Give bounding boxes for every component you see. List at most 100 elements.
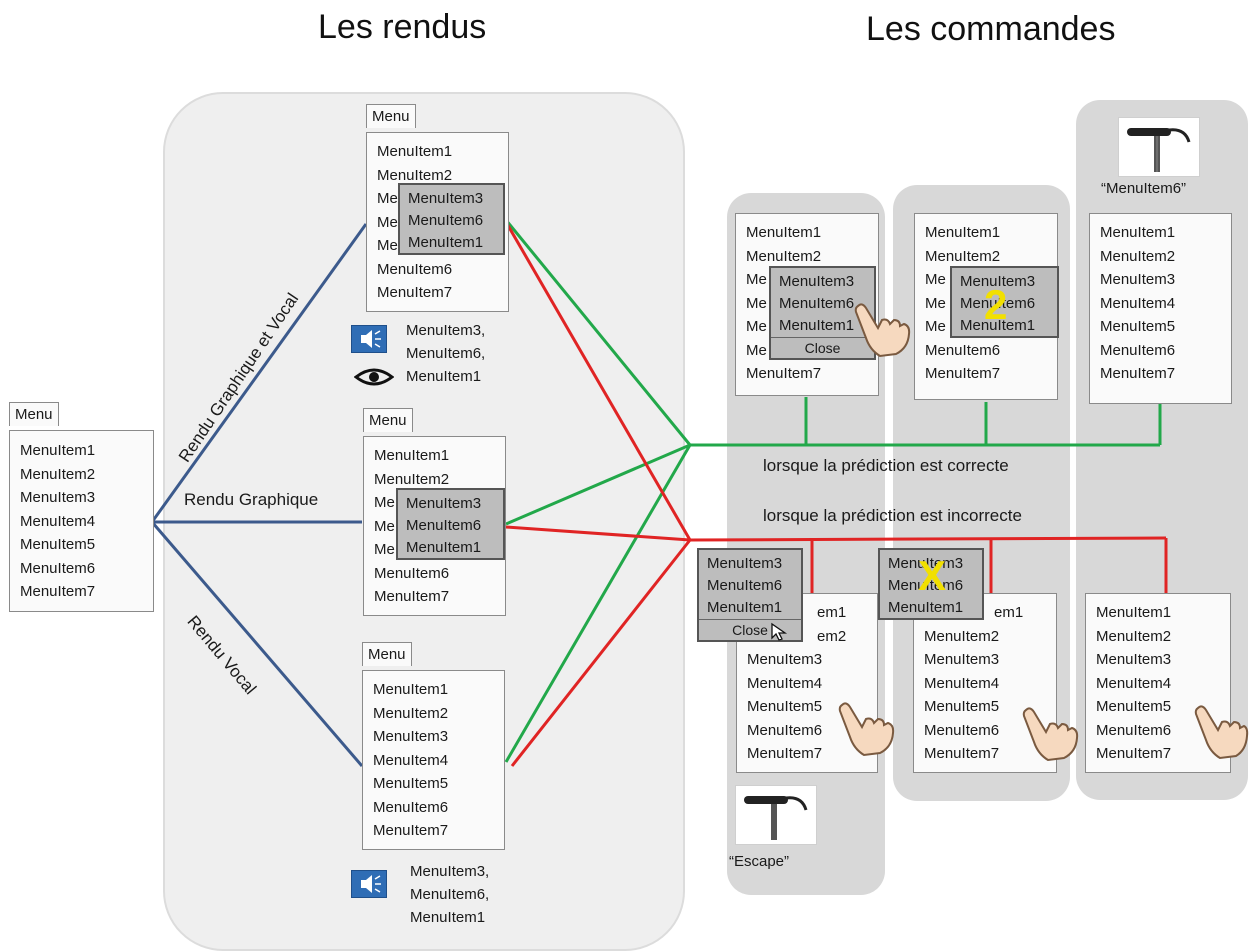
menu-item[interactable]: MenuItem1 — [925, 224, 1001, 241]
predicted-item[interactable]: MenuItem6 — [779, 295, 855, 312]
menu-item[interactable]: MenuItem2 — [746, 247, 822, 265]
menu-item[interactable]: MenuItem3 — [924, 651, 1000, 668]
menu-item[interactable]: MenuItem2 — [924, 627, 1000, 645]
menu-item[interactable]: MenuItem4 — [924, 674, 1000, 692]
menu-item[interactable]: MenuItem4 — [1100, 294, 1176, 312]
menu-item[interactable]: MenuItem1 — [20, 442, 96, 459]
predicted-item[interactable]: MenuItem1 — [707, 599, 783, 616]
menu-item[interactable]: MenuItem6 — [1100, 341, 1176, 359]
menu-item[interactable]: MenuItem2 — [377, 166, 453, 184]
predicted-item[interactable]: MenuItem1 — [408, 234, 484, 251]
predicted-item[interactable]: MenuItem6 — [406, 517, 482, 534]
predicted-item[interactable]: MenuItem1 — [888, 599, 964, 616]
menu-item[interactable]: Me — [746, 318, 767, 335]
menu-item[interactable]: MenuItem7 — [374, 588, 450, 605]
predicted-item[interactable]: MenuItem1 — [960, 317, 1036, 334]
render2-prediction: MenuItem3 MenuItem6 MenuItem1 — [396, 488, 505, 560]
menu-item[interactable]: MenuItem7 — [20, 583, 96, 600]
menu-item[interactable]: Me — [746, 341, 767, 359]
menu-item[interactable]: Me — [746, 294, 767, 312]
render1-prediction: MenuItem3 MenuItem6 MenuItem1 — [398, 183, 505, 255]
cmd-menu-incorrect-2: em1 MenuItem2 MenuItem3 MenuItem4 MenuIt… — [913, 593, 1057, 773]
menu-item[interactable]: Me — [746, 271, 767, 288]
menu-item[interactable]: MenuItem5 — [1096, 698, 1172, 715]
predicted-item[interactable]: MenuItem1 — [406, 539, 482, 556]
menu-item[interactable]: MenuItem1 — [377, 143, 453, 160]
source-menu-tab[interactable]: Menu — [9, 402, 59, 426]
menu-item[interactable]: em2 — [817, 627, 847, 645]
menu-item[interactable]: MenuItem7 — [1096, 745, 1172, 762]
menu-item[interactable]: MenuItem3 — [1100, 271, 1176, 288]
menu-item[interactable]: MenuItem6 — [377, 260, 453, 278]
menu-item[interactable]: MenuItem4 — [747, 674, 823, 692]
render1-menu-tab[interactable]: Menu — [366, 104, 416, 128]
menu-item[interactable]: Me — [925, 318, 946, 335]
menu-item[interactable]: MenuItem6 — [924, 721, 1000, 739]
microphone-icon — [1118, 117, 1200, 177]
menu-item[interactable]: MenuItem3 — [1096, 651, 1172, 668]
predicted-item[interactable]: MenuItem3 — [408, 190, 484, 207]
close-button[interactable]: Close — [699, 619, 801, 640]
menu-item[interactable]: MenuItem6 — [374, 564, 450, 582]
menu-item[interactable]: MenuItem1 — [1096, 604, 1172, 621]
menu-item[interactable]: Me — [374, 494, 395, 511]
menu-item[interactable]: MenuItem1 — [1100, 224, 1176, 241]
menu-item[interactable]: MenuItem3 — [20, 489, 96, 506]
predicted-item[interactable]: MenuItem6 — [888, 577, 964, 594]
predicted-item[interactable]: MenuItem3 — [888, 555, 964, 572]
predicted-item[interactable]: MenuItem3 — [406, 495, 482, 512]
menu-item[interactable]: MenuItem4 — [1096, 674, 1172, 692]
menu-item[interactable]: MenuItem7 — [924, 745, 1000, 762]
menu-item[interactable]: Me — [374, 541, 395, 558]
incorrect-prediction-label: lorsque la prédiction est incorrecte — [763, 506, 1022, 525]
menu-item[interactable]: MenuItem1 — [746, 224, 822, 241]
predicted-item[interactable]: MenuItem3 — [707, 555, 783, 572]
menu-item[interactable]: MenuItem7 — [925, 365, 1001, 382]
menu-item[interactable]: MenuItem7 — [746, 365, 822, 382]
menu-item[interactable]: MenuItem2 — [925, 247, 1001, 265]
menu-item[interactable]: MenuItem1 — [373, 681, 449, 698]
menu-item[interactable]: MenuItem6 — [747, 721, 823, 739]
menu-item[interactable]: MenuItem5 — [373, 775, 449, 792]
menu-item[interactable]: Me — [374, 517, 395, 535]
menu-item[interactable]: Me — [377, 190, 398, 207]
menu-item[interactable]: MenuItem7 — [373, 822, 449, 839]
predicted-item[interactable]: MenuItem6 — [707, 577, 783, 594]
predicted-item[interactable]: MenuItem1 — [779, 317, 855, 334]
menu-item[interactable]: MenuItem2 — [1100, 247, 1176, 265]
menu-item[interactable]: MenuItem2 — [373, 704, 449, 722]
dismiss-mark: X — [918, 552, 947, 599]
close-button[interactable]: Close — [771, 337, 874, 358]
menu-item[interactable]: MenuItem2 — [374, 470, 450, 488]
menu-item[interactable]: MenuItem2 — [20, 465, 96, 483]
predicted-item[interactable]: MenuItem3 — [960, 273, 1036, 290]
menu-item[interactable]: MenuItem3 — [747, 651, 823, 668]
menu-item[interactable]: MenuItem6 — [1096, 721, 1172, 739]
menu-item[interactable]: MenuItem2 — [1096, 627, 1172, 645]
menu-item[interactable]: MenuItem7 — [377, 284, 453, 301]
menu-item[interactable]: MenuItem5 — [924, 698, 1000, 715]
predicted-item[interactable]: MenuItem3 — [779, 273, 855, 290]
predicted-item[interactable]: MenuItem6 — [408, 212, 484, 229]
menu-item[interactable]: MenuItem1 — [374, 447, 450, 464]
menu-item[interactable]: Me — [925, 294, 946, 312]
menu-item[interactable]: Me — [377, 237, 398, 254]
menu-item[interactable]: MenuItem4 — [20, 512, 96, 530]
predicted-item[interactable]: MenuItem6 — [960, 295, 1036, 312]
menu-item[interactable]: MenuItem6 — [373, 798, 449, 816]
render3-menu-tab[interactable]: Menu — [362, 642, 412, 666]
menu-item[interactable]: MenuItem5 — [20, 536, 96, 553]
menu-item[interactable]: MenuItem4 — [373, 751, 449, 769]
menu-item[interactable]: MenuItem7 — [747, 745, 823, 762]
menu-item[interactable]: Me — [925, 271, 946, 288]
menu-item[interactable]: em1 — [817, 604, 847, 621]
menu-item[interactable]: Me — [377, 213, 398, 231]
menu-item[interactable]: MenuItem3 — [373, 728, 449, 745]
menu-item[interactable]: em1 — [994, 604, 1024, 621]
menu-item[interactable]: MenuItem6 — [20, 559, 96, 577]
menu-item[interactable]: MenuItem5 — [1100, 318, 1176, 335]
render2-menu-tab[interactable]: Menu — [363, 408, 413, 432]
menu-item[interactable]: MenuItem6 — [925, 341, 1001, 359]
menu-item[interactable]: MenuItem7 — [1100, 365, 1176, 382]
menu-item[interactable]: MenuItem5 — [747, 698, 823, 715]
